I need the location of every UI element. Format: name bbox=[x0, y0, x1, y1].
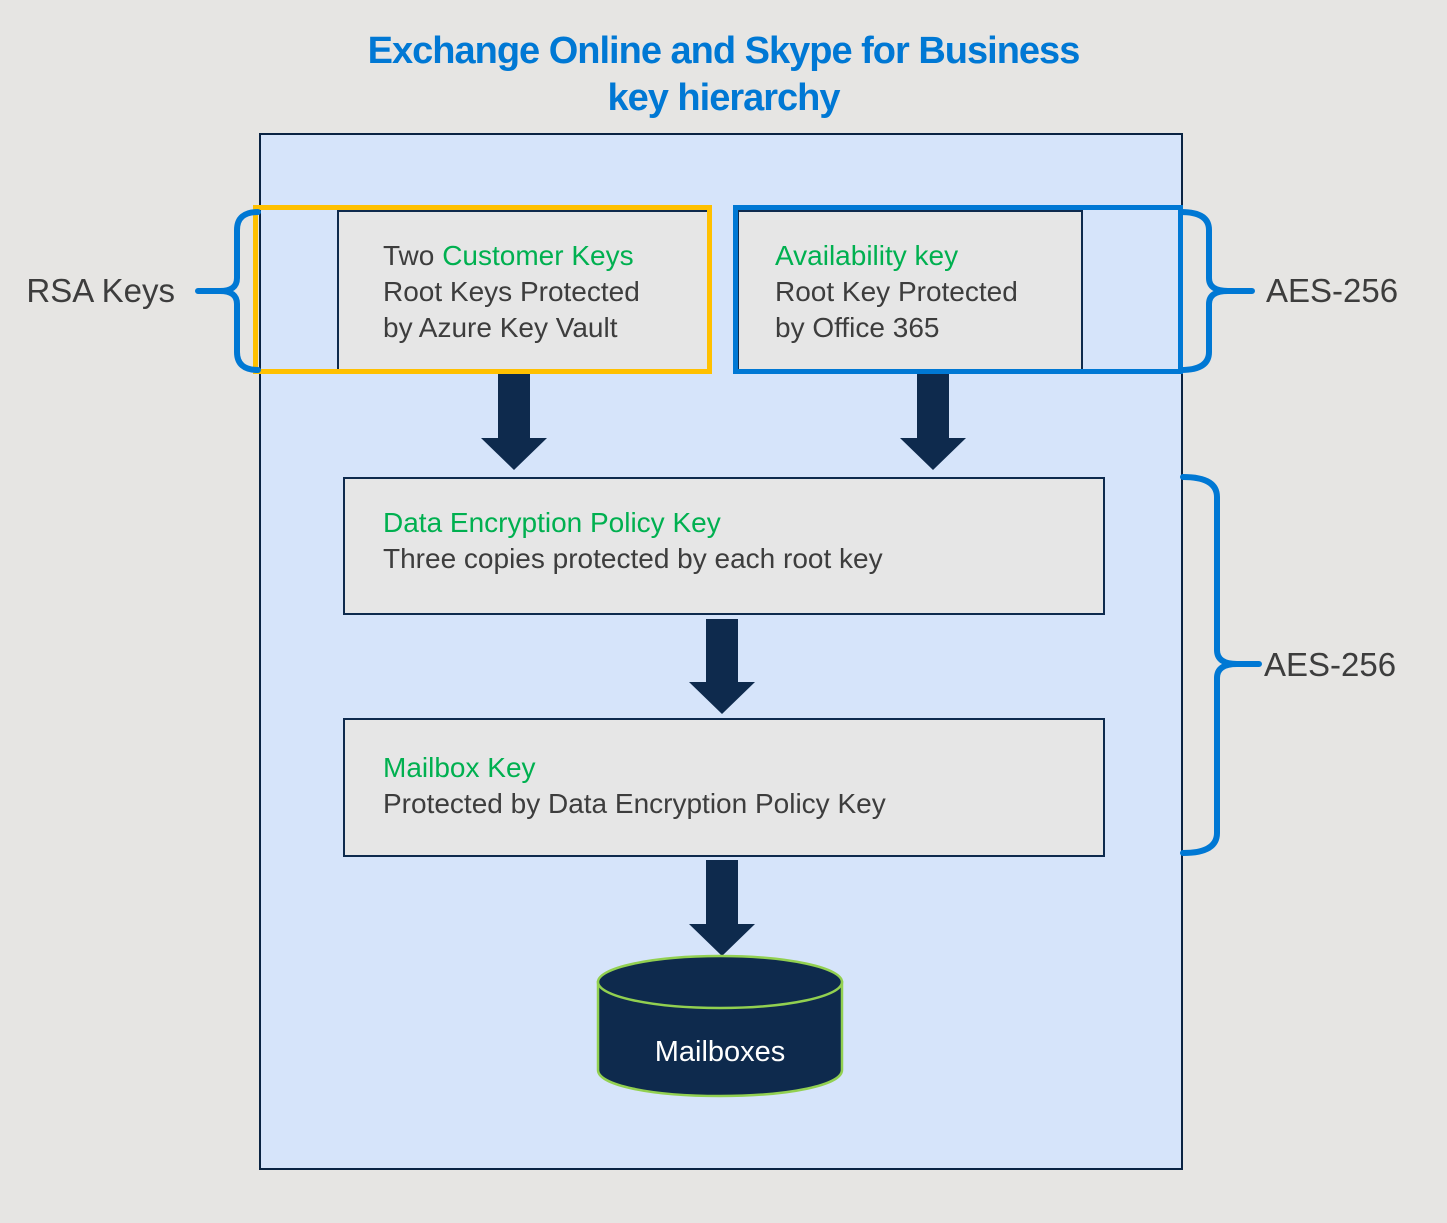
mailbox-key-desc: Protected by Data Encryption Policy Key bbox=[383, 788, 886, 819]
mailbox-key-name: Mailbox Key bbox=[383, 752, 536, 783]
aes-256-label-top: AES-256 bbox=[1266, 272, 1399, 309]
availability-key-box: Availability key Root Key Protected by O… bbox=[737, 210, 1083, 372]
customer-keys-name: Customer Keys bbox=[442, 240, 634, 271]
mailbox-key-box: Mailbox Key Protected by Data Encryption… bbox=[343, 718, 1105, 857]
aes-256-label-bottom: AES-256 bbox=[1264, 646, 1397, 683]
availability-key-desc-line2: Root Key Protected bbox=[775, 276, 1018, 307]
left-curly-brace-rsa-keys bbox=[195, 209, 261, 373]
diagram-title: Exchange Online and Skype for Business k… bbox=[0, 28, 1447, 122]
customer-keys-desc-line2: Root Keys Protected bbox=[383, 276, 640, 307]
title-line-2: key hierarchy bbox=[607, 77, 840, 119]
dep-key-desc: Three copies protected by each root key bbox=[383, 543, 883, 574]
availability-key-desc-line3: by Office 365 bbox=[775, 312, 940, 343]
title-line-1: Exchange Online and Skype for Business bbox=[367, 30, 1081, 72]
dep-key-name: Data Encryption Policy Key bbox=[383, 507, 721, 538]
customer-keys-prefix: Two bbox=[383, 240, 435, 271]
right-curly-brace-aes-bottom bbox=[1180, 474, 1262, 856]
availability-key-name: Availability key bbox=[775, 240, 959, 271]
mailboxes-label: Mailboxes bbox=[654, 1036, 786, 1068]
customer-keys-desc-line3: by Azure Key Vault bbox=[383, 312, 618, 343]
rsa-keys-label: RSA Keys bbox=[26, 272, 175, 309]
data-encryption-policy-key-box: Data Encryption Policy Key Three copies … bbox=[343, 477, 1105, 615]
right-curly-brace-aes-top bbox=[1178, 209, 1255, 373]
